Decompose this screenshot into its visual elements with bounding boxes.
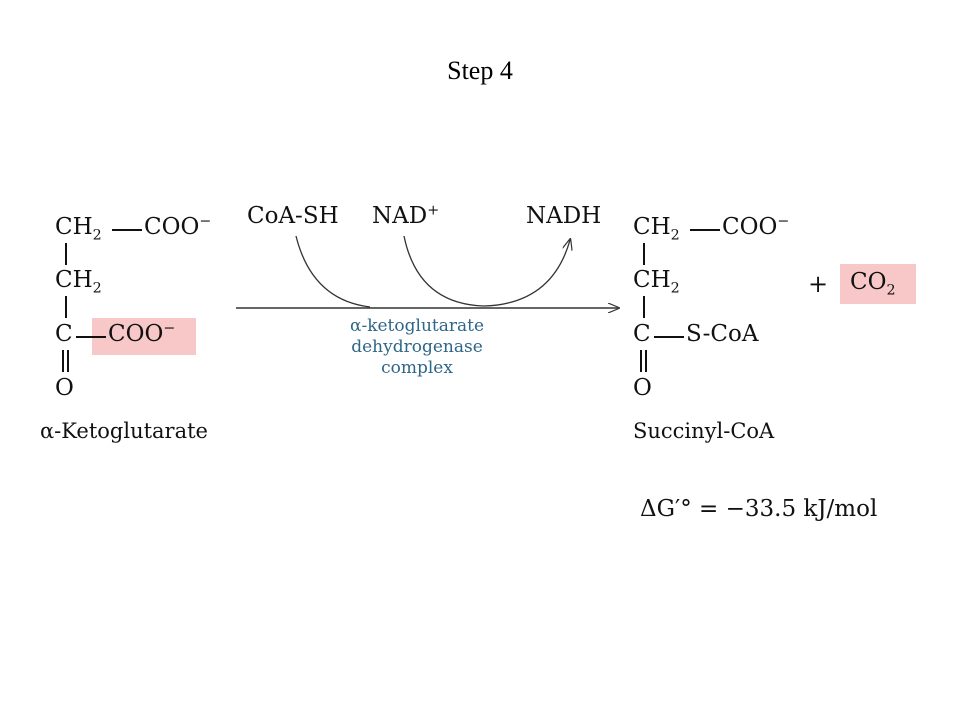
- carboxyl-highlight: [92, 318, 196, 355]
- enzyme-label: α-ketoglutarate dehydrogenase complex: [317, 316, 517, 379]
- reactant-carboxylate-2: COO−: [108, 320, 176, 347]
- enzyme-line-2: dehydrogenase: [351, 337, 483, 357]
- reactant-bond-v2: [65, 296, 67, 318]
- product-double-bond-b: [645, 350, 647, 372]
- product-bond-v1: [643, 243, 645, 265]
- reactant-double-bond-b: [67, 350, 69, 372]
- slide-title: Step 4: [447, 56, 513, 85]
- plus-sign: +: [808, 270, 829, 298]
- reactant-row-1: CH2: [55, 214, 102, 244]
- enzyme-line-3: complex: [381, 358, 453, 378]
- cosubstrate-coa-sh: CoA-SH: [247, 203, 339, 229]
- reactant-row-3-carbon: C: [55, 321, 73, 347]
- coa-sh-curve-arrow: [295, 235, 371, 308]
- reactant-name: α-Ketoglutarate: [40, 419, 208, 443]
- reactant-bond-h1: [112, 229, 142, 231]
- reactant-double-bond-a: [62, 350, 64, 372]
- coproduct-nadh: NADH: [526, 203, 602, 229]
- reactant-bond-v1: [65, 243, 67, 265]
- product-row-3-carbon: C: [633, 321, 651, 347]
- product-row-4-oxygen: O: [633, 375, 652, 401]
- product-row-2: CH2: [633, 267, 680, 297]
- reactant-row-4-oxygen: O: [55, 375, 74, 401]
- reactant-bond-h2: [76, 336, 106, 338]
- product-bond-v2: [643, 296, 645, 318]
- reactant-carboxylate-1: COO−: [144, 213, 212, 240]
- product-row-1: CH2: [633, 214, 680, 244]
- product-carboxylate: COO−: [722, 213, 790, 240]
- nad-to-nadh-curve-arrow: [403, 235, 570, 307]
- co2-highlight: [840, 264, 916, 304]
- free-energy-change: ΔG′° = −33.5 kJ/mol: [640, 496, 878, 522]
- product-name: Succinyl-CoA: [633, 419, 775, 443]
- product-bond-h1: [690, 229, 720, 231]
- product-bond-h2: [654, 336, 684, 338]
- reactant-row-2: CH2: [55, 267, 102, 297]
- cosubstrate-nad: NAD+: [372, 202, 440, 229]
- co2-formula: CO2: [850, 269, 896, 299]
- product-double-bond-a: [640, 350, 642, 372]
- enzyme-line-1: α-ketoglutarate: [349, 316, 485, 336]
- product-thioester: S-CoA: [686, 321, 759, 347]
